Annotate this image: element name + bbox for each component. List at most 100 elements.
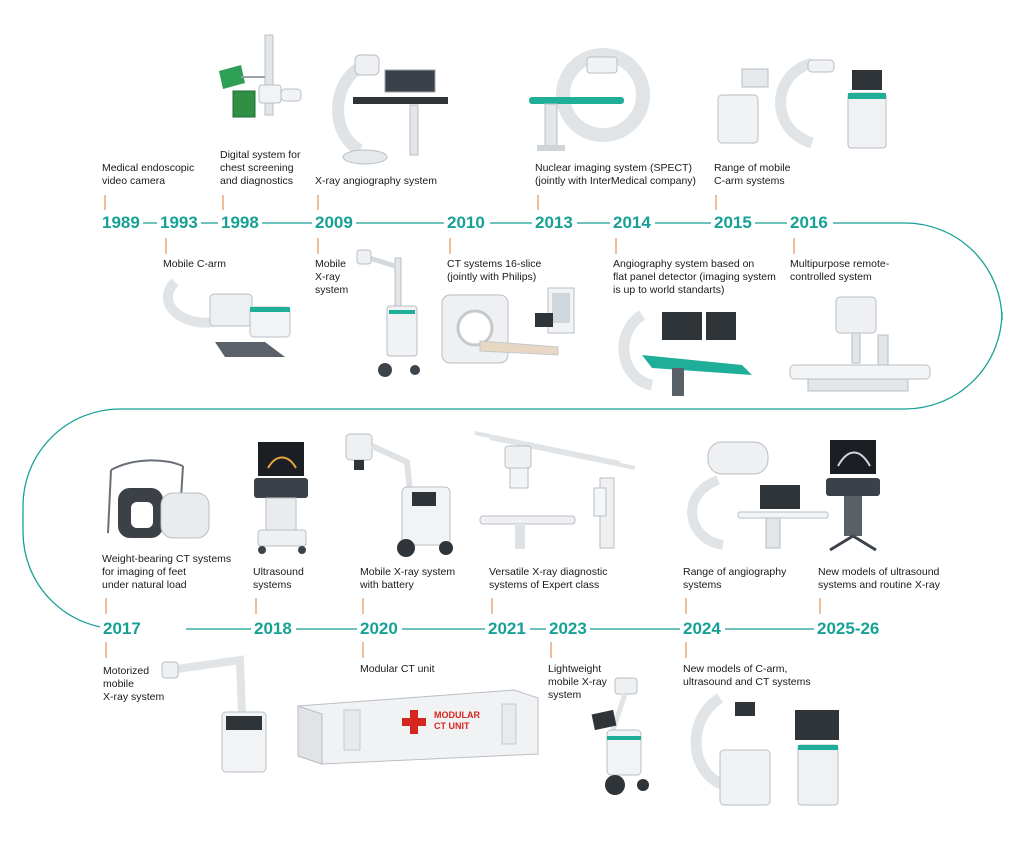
caption-2014-line-3: is up to world standarts) <box>613 284 725 296</box>
ct-scanner-16-slice-illustration <box>441 287 575 364</box>
caption-1989-line-1: Medical endoscopic <box>102 162 195 174</box>
caption-2025-26-line-1: New models of ultrasound <box>818 566 940 578</box>
caption-2024-c-arm: New models of C-arm,ultrasound and CT sy… <box>683 663 811 689</box>
new-ultrasound-models-illustration <box>826 440 880 552</box>
caption-2015-line-1: Range of mobile <box>714 162 791 174</box>
caption-2024-angiography-line-2: systems <box>683 579 722 591</box>
caption-2017-motorized-line-3: X-ray system <box>103 691 165 703</box>
remote-controlled-x-ray-system-illustration <box>789 296 931 392</box>
caption-2009-mobile-line-1: Mobile <box>315 258 346 270</box>
caption-2010: CT systems 16-slice(jointly with Philips… <box>447 258 541 284</box>
expert-x-ray-system-illustration <box>474 431 636 549</box>
caption-2020-modular: Modular CT unit <box>360 663 435 676</box>
x-ray-angiography-system-illustration <box>332 54 448 165</box>
caption-2009-mobile-line-2: X-ray <box>315 271 341 283</box>
caption-1989-line-2: video camera <box>102 175 166 187</box>
caption-2025-26-line-2: systems and routine X-ray <box>818 579 940 591</box>
mobile-c-arm-illustration <box>163 278 291 357</box>
year-2013: 2013 <box>532 213 576 233</box>
year-2016: 2016 <box>787 213 831 233</box>
caption-2009-angiography: X-ray angiography system <box>315 175 437 188</box>
motorized-mobile-x-ray-illustration <box>161 655 267 773</box>
caption-2021-line-1: Versatile X-ray diagnostic <box>489 566 608 578</box>
year-1989: 1989 <box>99 213 143 233</box>
caption-2013-line-1: Nuclear imaging system (SPECT) <box>535 162 692 174</box>
modular-ct-sign-line-1: MODULAR <box>434 710 480 720</box>
mobile-x-ray-system-illustration <box>356 249 420 377</box>
year-2025-26: 2025-26 <box>814 619 883 639</box>
caption-2013-line-2: (jointly with InterMedical company) <box>535 175 697 187</box>
caption-2014-line-2: flat panel detector (imaging system <box>613 271 776 283</box>
caption-2020-battery-line-1: Mobile X-ray system <box>360 566 456 578</box>
year-2020: 2020 <box>357 619 401 639</box>
caption-2023-line-2: mobile X-ray <box>548 676 607 688</box>
caption-2010-line-2: (jointly with Philips) <box>447 271 537 283</box>
caption-2017-weight-bearing-line-2: for imaging of feet <box>102 566 187 578</box>
caption-2009-angiography-line-1: X-ray angiography system <box>315 175 437 187</box>
weight-bearing-ct-illustration <box>107 459 210 539</box>
caption-2018-line-1: Ultrasound <box>253 566 304 578</box>
year-2010: 2010 <box>444 213 488 233</box>
caption-2015-line-2: C-arm systems <box>714 175 785 187</box>
year-2017: 2017 <box>100 619 144 639</box>
caption-2020-modular-line-1: Modular CT unit <box>360 663 435 675</box>
year-2023: 2023 <box>546 619 590 639</box>
caption-2010-line-1: CT systems 16-slice <box>447 258 542 270</box>
battery-mobile-x-ray-illustration <box>345 433 453 557</box>
modular-ct-sign-line-2: CT UNIT <box>434 721 470 731</box>
caption-2016-line-2: controlled system <box>790 271 872 283</box>
caption-2024-angiography-line-1: Range of angiography <box>683 566 787 578</box>
caption-2017-weight-bearing-line-1: Weight-bearing CT systems <box>102 553 232 565</box>
caption-2023-line-3: system <box>548 689 582 701</box>
new-c-arm-models-illustration <box>690 693 839 806</box>
caption-2017-motorized-line-2: mobile <box>103 678 134 690</box>
caption-1998-line-1: Digital system for <box>220 149 301 161</box>
year-2014: 2014 <box>610 213 654 233</box>
caption-2024-c-arm-line-2: ultrasound and CT systems <box>683 676 811 688</box>
caption-1993-line-1: Mobile C-arm <box>163 258 227 270</box>
caption-1993: Mobile C-arm <box>163 258 226 271</box>
year-2021: 2021 <box>485 619 529 639</box>
caption-2023-line-1: Lightweight <box>548 663 602 675</box>
caption-2020-battery-line-2: with battery <box>360 579 414 591</box>
ultrasound-system-illustration <box>254 442 308 554</box>
caption-2009-mobile-line-3: system <box>315 284 349 296</box>
caption-2017-motorized-line-1: Motorized <box>103 665 150 677</box>
caption-1998-line-2: chest screening <box>220 162 294 174</box>
spect-system-illustration <box>529 48 650 151</box>
caption-2021-line-2: systems of Expert class <box>489 579 600 591</box>
year-1993: 1993 <box>157 213 201 233</box>
caption-2018-line-2: systems <box>253 579 292 591</box>
caption-2017-weight-bearing-line-3: under natural load <box>102 579 187 591</box>
caption-2014-line-1: Angiography system based on <box>613 258 755 270</box>
caption-2016-line-1: Multipurpose remote- <box>790 258 890 270</box>
year-2018: 2018 <box>251 619 295 639</box>
caption-1998-line-3: and diagnostics <box>220 175 293 187</box>
angiography-range-illustration <box>687 441 829 550</box>
caption-2024-c-arm-line-1: New models of C-arm, <box>683 663 788 675</box>
caption-2013: Nuclear imaging system (SPECT)(jointly w… <box>535 162 696 188</box>
chest-screening-system-illustration <box>219 34 302 118</box>
year-2009: 2009 <box>312 213 356 233</box>
lightweight-mobile-x-ray-illustration <box>591 677 649 795</box>
flat-panel-angiography-system-illustration <box>618 310 752 396</box>
caption-2016: Multipurpose remote-controlled system <box>790 258 889 284</box>
year-2024: 2024 <box>680 619 724 639</box>
mobile-c-arm-range-illustration <box>717 57 887 149</box>
